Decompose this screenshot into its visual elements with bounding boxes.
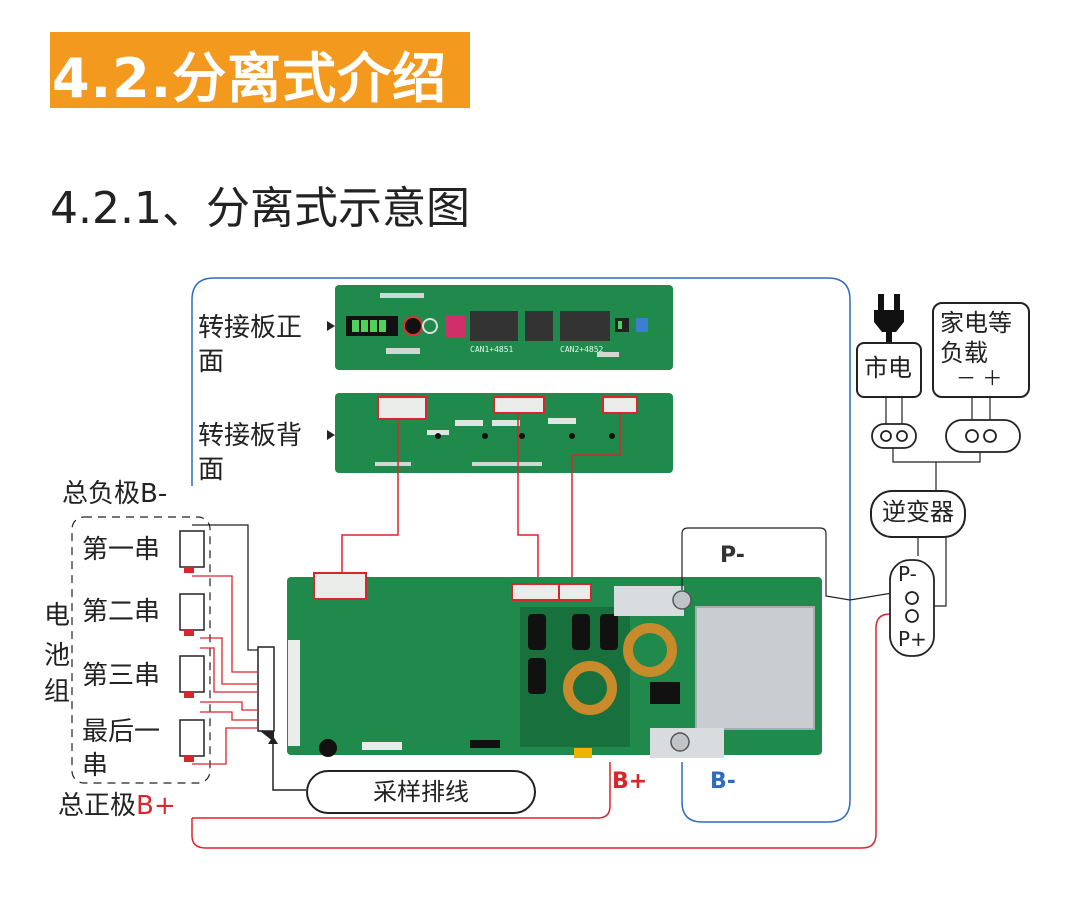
back-board-label-1: 转接板背 [198, 421, 303, 451]
battery-pack-label-1: 电 [44, 601, 71, 631]
blue-wire-loop [191, 277, 851, 823]
p-minus-wire [681, 527, 899, 601]
load-socket [945, 419, 1021, 453]
mains-box: 市电 [856, 342, 922, 398]
front-board-label-1: 转接板正 [198, 313, 303, 343]
mains-socket [871, 423, 917, 449]
p-port-minus-label: P- [898, 562, 917, 586]
string3-label: 第三串 [82, 661, 161, 691]
b-minus-terminal-label: B- [710, 769, 736, 794]
total-positive-label: 总正极B+ [58, 790, 176, 822]
title-banner: 4.2.分离式介绍 [50, 32, 470, 110]
board-label-can1: CAN1+4851 [470, 345, 514, 354]
board-label-can2: CAN2+4852 [560, 345, 604, 354]
plug-icon [874, 294, 904, 342]
front-board-label-2: 面 [198, 347, 225, 377]
load-polarity: － ＋ [956, 366, 1003, 390]
p-port-plus-label: P+ [898, 627, 927, 651]
back-board-label-2: 面 [198, 455, 225, 485]
battery-pack-label-3: 组 [44, 677, 71, 707]
p-port-body [889, 559, 935, 657]
page-title: 4.2.分离式介绍 [52, 47, 448, 110]
adapter-board-back [335, 393, 673, 473]
total-positive-suffix: B+ [136, 791, 176, 821]
red-link-1 [341, 419, 399, 574]
mains-label: 市电 [864, 354, 912, 382]
sampling-cable-label: 采样排线 [306, 770, 536, 814]
load-label-1: 家电等 [940, 309, 1012, 337]
battery-cells [179, 530, 205, 762]
string-last-label-2: 串 [82, 751, 109, 781]
adapter-board-front: CAN1+4851 CAN2+4852 [335, 285, 673, 370]
b-plus-terminal-label: B+ [612, 769, 648, 794]
load-label-2: 负载 [940, 339, 988, 367]
section-subtitle: 4.2.1、分离式示意图 [50, 183, 470, 234]
main-bms-board [287, 572, 822, 758]
load-box: 家电等 负载 － ＋ [932, 302, 1030, 398]
b-plus-wire [192, 762, 611, 819]
battery-pack-outline [71, 516, 211, 784]
string-last-label-1: 最后一 [82, 717, 161, 747]
total-positive-prefix: 总正极 [58, 791, 137, 821]
inverter-box: 逆变器 [870, 490, 966, 538]
string1-label: 第一串 [82, 535, 161, 565]
red-wire-loop [191, 613, 898, 849]
red-link-3 [571, 413, 621, 583]
total-negative-label: 总负极B- [62, 479, 168, 509]
battery-pack-label-2: 池 [44, 641, 71, 671]
p-minus-terminal-label: P- [720, 543, 745, 568]
string2-label: 第二串 [82, 597, 161, 627]
red-link-2 [517, 413, 539, 583]
